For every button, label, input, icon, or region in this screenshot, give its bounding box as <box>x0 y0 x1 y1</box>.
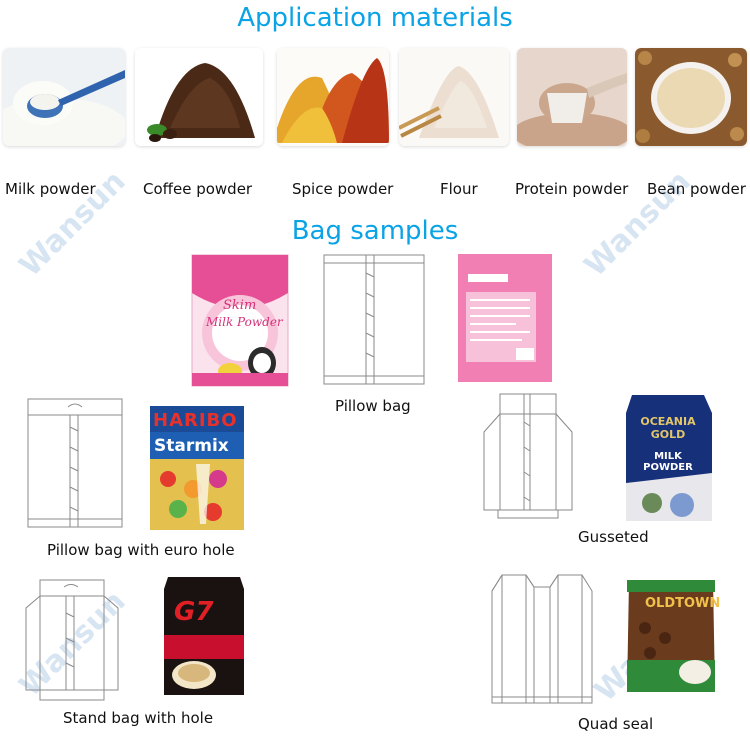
g7-brand-text: G7 <box>174 597 214 627</box>
pillow-bag-euro-hole-label: Pillow bag with euro hole <box>47 541 235 559</box>
material-label-coffee: Coffee powder <box>143 180 253 198</box>
g7-coffee-package: G7 <box>162 575 246 697</box>
pink-package-back <box>456 252 554 384</box>
bag-samples-heading: Bag samples <box>291 216 459 246</box>
oldtown-coffee-package: OLDTOWN <box>625 578 721 694</box>
haribo-starmix-package: HARIBO Starmix <box>148 404 246 532</box>
oceania-brand-text: OCEANIA GOLD <box>640 415 696 441</box>
protein-powder-image <box>517 48 627 146</box>
euro-hole-pillow-bag-diagram <box>26 397 124 529</box>
skim-brand-text: Skim <box>223 298 257 313</box>
haribo-brand-text: HARIBO <box>153 410 238 431</box>
material-label-milk: Milk powder <box>5 180 96 198</box>
skim-milk-powder-package: Skim Milk Powder <box>190 253 290 388</box>
pillow-bag-diagram <box>322 253 426 386</box>
pillow-bag-label: Pillow bag <box>335 397 411 415</box>
bean-powder-image <box>635 48 747 146</box>
flour-image <box>399 48 509 146</box>
haribo-product-text: Starmix <box>154 436 229 456</box>
material-label-spice: Spice powder <box>292 180 394 198</box>
oceania-gold-package: OCEANIA GOLD MILK POWDER <box>622 393 714 523</box>
stand-bag-hole-diagram <box>22 578 122 703</box>
stand-bag-with-hole-label: Stand bag with hole <box>63 709 214 727</box>
oldtown-brand-text: OLDTOWN <box>645 596 721 611</box>
material-label-protein: Protein powder <box>515 180 629 198</box>
milk-powder-image <box>3 48 125 146</box>
application-materials-heading: Application materials <box>237 3 513 33</box>
gusseted-label: Gusseted <box>578 528 649 546</box>
quad-seal-label: Quad seal <box>578 715 654 733</box>
quad-seal-diagram <box>488 573 596 709</box>
coffee-powder-image <box>135 48 263 146</box>
material-label-flour: Flour <box>440 180 478 198</box>
material-label-bean: Bean powder <box>647 180 746 198</box>
oceania-product-text: MILK POWDER <box>643 451 693 473</box>
spice-powder-image <box>277 48 389 146</box>
skim-product-text: Milk Powder <box>206 315 283 329</box>
gusseted-bag-diagram <box>478 392 578 520</box>
